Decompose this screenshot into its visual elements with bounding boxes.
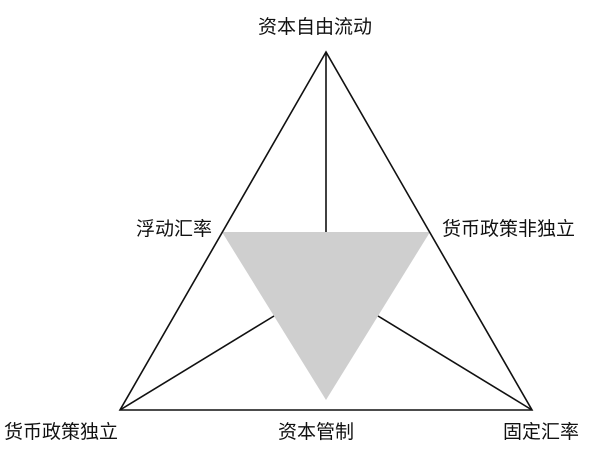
bottom-right-connector	[377, 315, 533, 411]
label-floating-exchange-rate: 浮动汇率	[136, 218, 213, 240]
inner-shaded-triangle	[222, 232, 430, 400]
label-fixed-exchange-rate: 固定汇率	[503, 421, 580, 443]
label-monetary-policy-independent: 货币政策独立	[4, 421, 119, 443]
outer-triangle	[118, 50, 534, 411]
label-capital-control: 资本管制	[278, 421, 355, 443]
label-capital-free-flow: 资本自由流动	[258, 16, 373, 38]
bottom-left-connector	[119, 315, 275, 411]
label-monetary-policy-dependent: 货币政策非独立	[442, 218, 576, 240]
